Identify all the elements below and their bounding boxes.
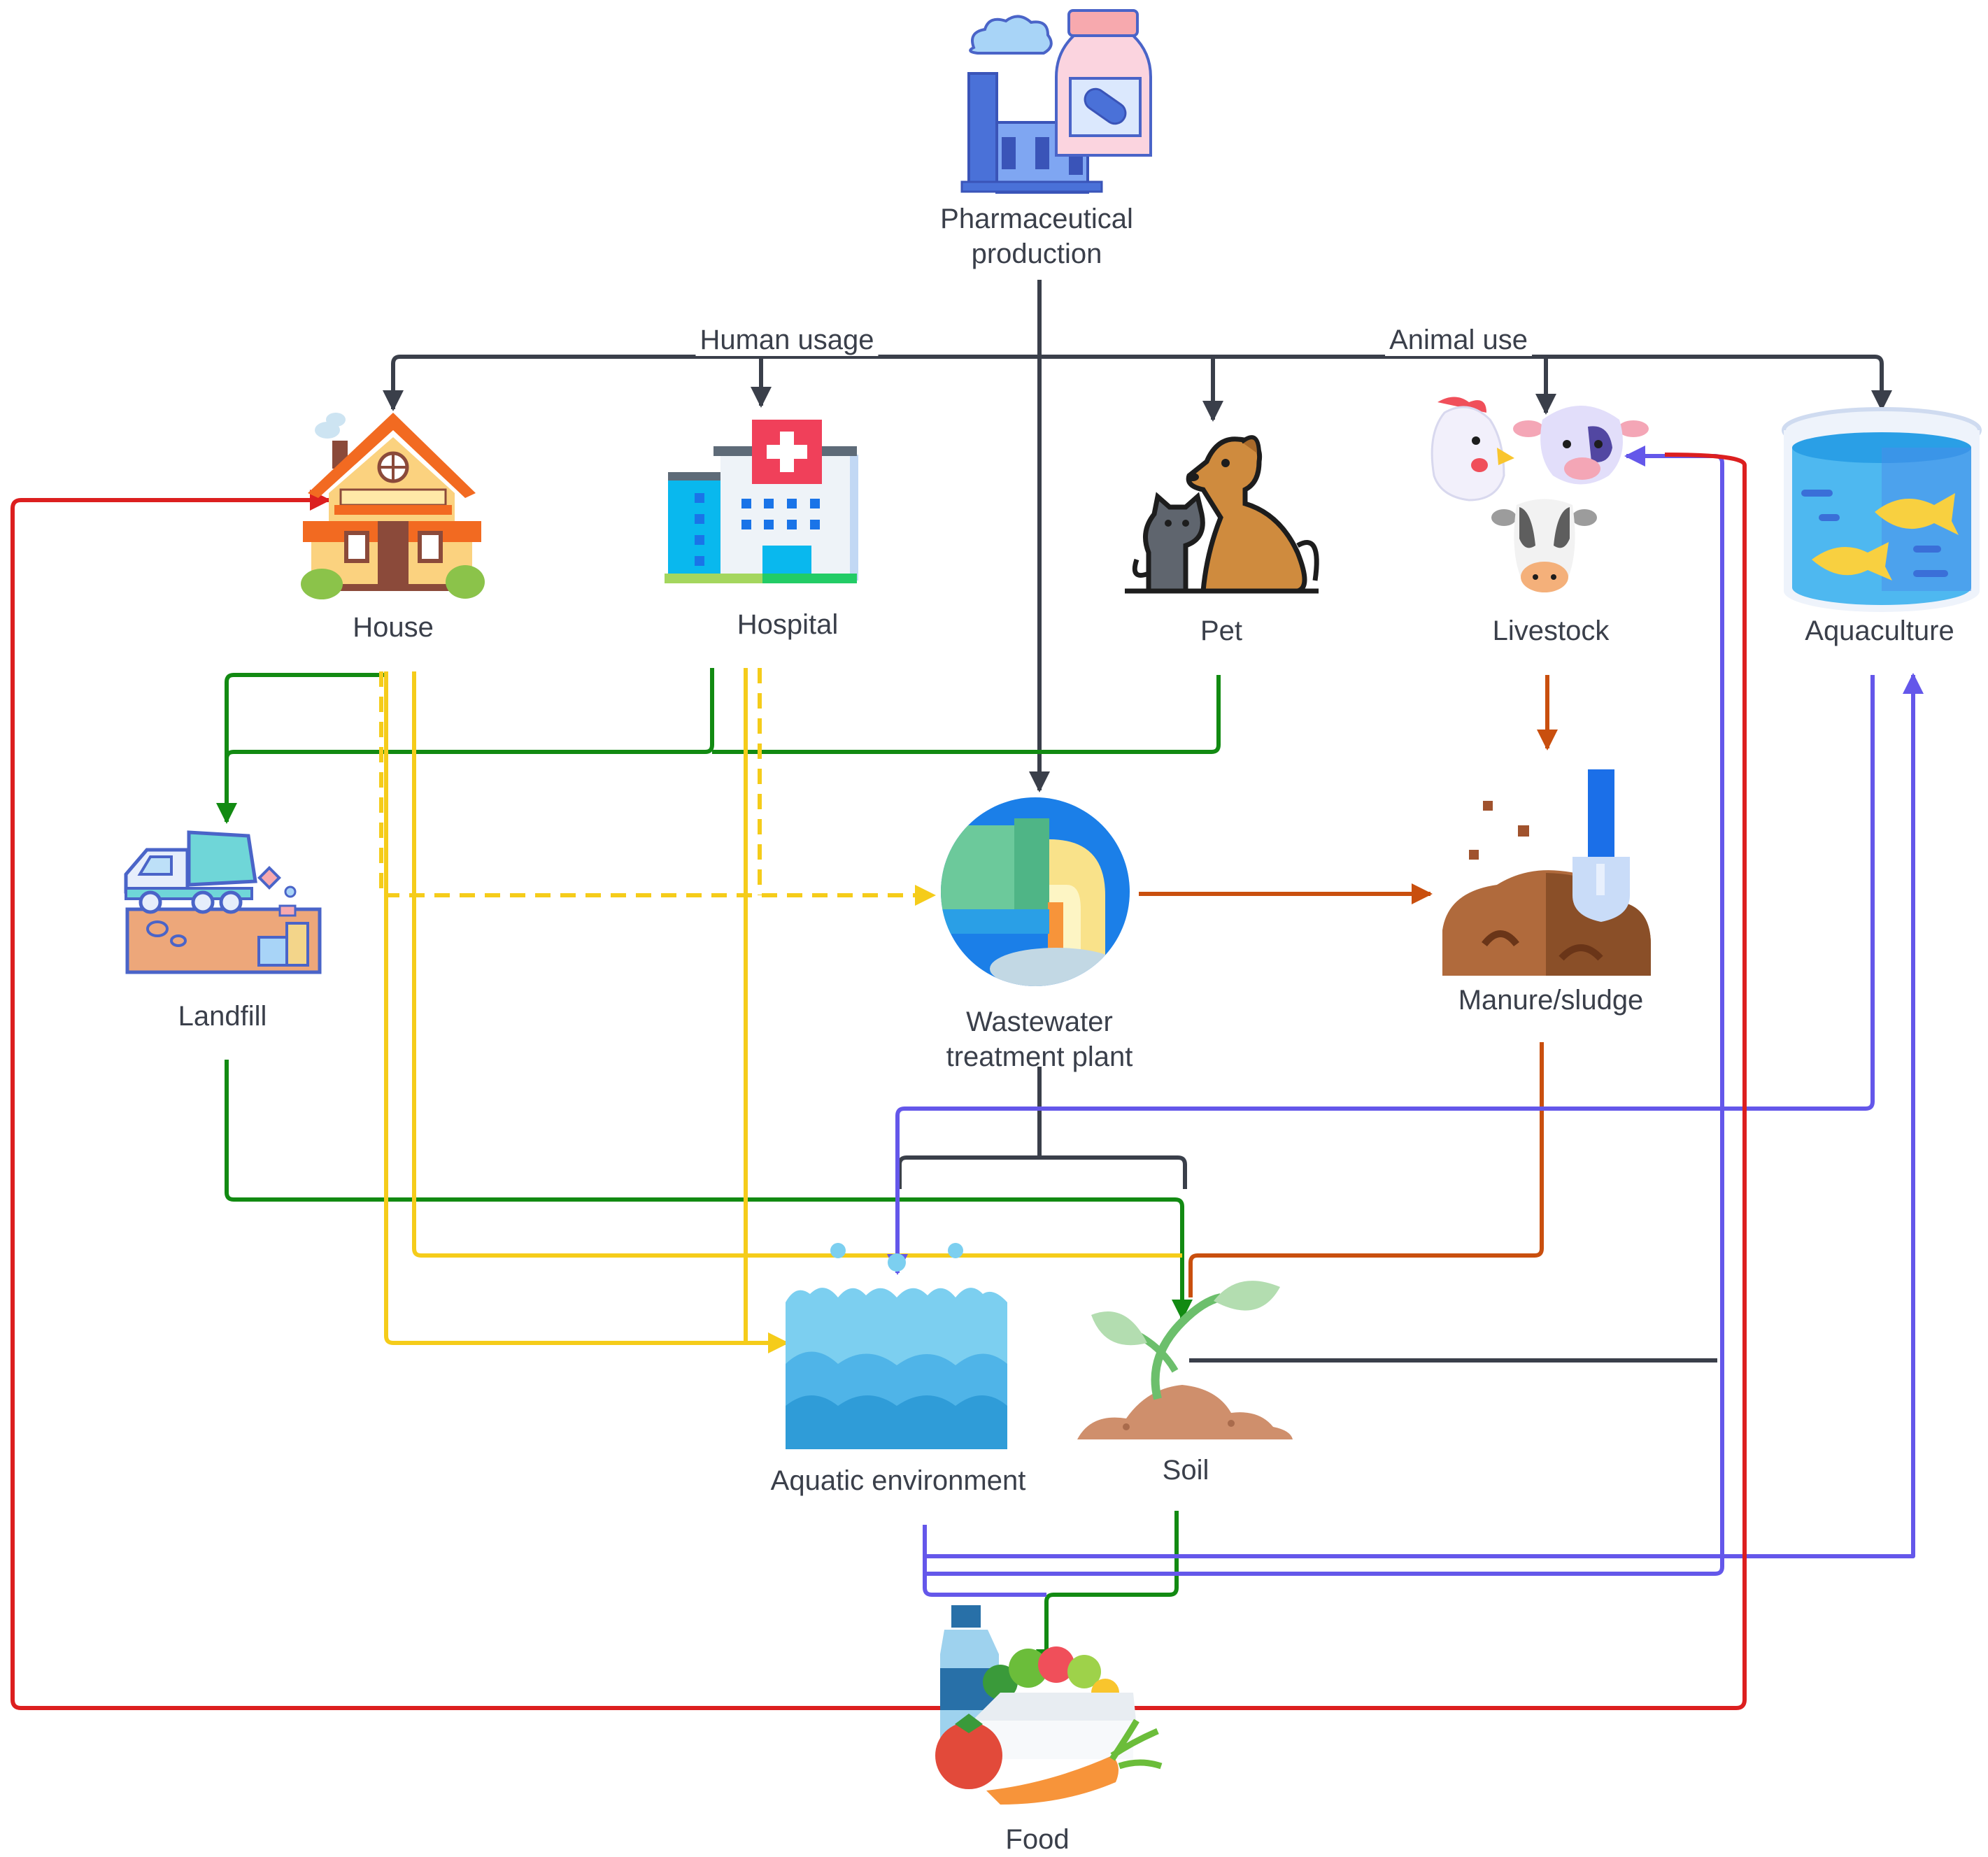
edge-pet-to-landfill bbox=[712, 675, 1221, 754]
node-label-house: House bbox=[353, 612, 434, 643]
edges bbox=[10, 280, 1924, 1710]
node-label-hospital: Hospital bbox=[737, 609, 839, 640]
house-icon bbox=[301, 413, 485, 599]
node-label-manure: Manure/sludge bbox=[1458, 985, 1644, 1016]
edge-soil-to-food bbox=[1036, 1511, 1179, 1670]
factory-pill-bottle-icon bbox=[960, 9, 1152, 194]
node-label-livestock: Livestock bbox=[1492, 616, 1610, 646]
edge-landfill-to-soil bbox=[225, 1060, 1193, 1321]
edge-manure-to-soil bbox=[1188, 1042, 1544, 1297]
edge-pharma-to-house bbox=[383, 355, 1039, 411]
edge-label-animal-use: Animal use bbox=[1385, 324, 1532, 356]
cat-dog-icon bbox=[1125, 435, 1319, 594]
hospital-icon bbox=[665, 420, 858, 583]
edge-house-to-landfill bbox=[216, 673, 385, 824]
livestock-icon bbox=[1430, 397, 1649, 592]
node-label-pharma-line2: production bbox=[971, 239, 1102, 269]
sprout-icon bbox=[1077, 1281, 1293, 1439]
node-label-pharma: Pharmaceutical production bbox=[940, 201, 1133, 271]
node-label-soil: Soil bbox=[1162, 1455, 1209, 1486]
node-label-pet: Pet bbox=[1200, 616, 1243, 646]
food-basket-icon bbox=[935, 1605, 1163, 1805]
node-label-wwtp-line2: treatment plant bbox=[946, 1041, 1133, 1072]
edge-aquaculture-to-aquatic bbox=[887, 675, 1875, 1275]
node-label-aquaculture: Aquaculture bbox=[1805, 616, 1954, 646]
dump-truck-icon bbox=[124, 830, 322, 974]
node-label-wwtp-line1: Wastewater bbox=[966, 1006, 1113, 1037]
manure-shovel-icon bbox=[1442, 769, 1651, 976]
edge-hospital-to-landfill bbox=[225, 668, 714, 760]
waves-icon bbox=[786, 1243, 1007, 1449]
fish-tank-icon bbox=[1782, 407, 1982, 612]
edge-house-to-soil bbox=[412, 671, 1182, 1258]
edge-label-human-usage: Human usage bbox=[695, 324, 879, 356]
node-label-wwtp: Wastewater treatment plant bbox=[946, 1004, 1133, 1074]
edge-aquatic-to-food bbox=[923, 1574, 1046, 1597]
edge-aquatic-to-aquaculture bbox=[923, 673, 1924, 1558]
node-label-food: Food bbox=[1005, 1824, 1070, 1855]
edge-house-to-aquatic bbox=[384, 671, 789, 1353]
node-label-pharma-line1: Pharmaceutical bbox=[940, 204, 1133, 234]
edge-wwtp-split bbox=[897, 1067, 1187, 1189]
treatment-plant-icon bbox=[941, 797, 1130, 986]
edge-food-to-house bbox=[10, 453, 1747, 1710]
node-label-landfill: Landfill bbox=[178, 1001, 267, 1032]
edge-house-to-wwtp-dashed bbox=[379, 671, 936, 906]
edge-pharma-to-aquaculture bbox=[1039, 355, 1892, 411]
node-label-aquatic: Aquatic environment bbox=[770, 1465, 1026, 1496]
